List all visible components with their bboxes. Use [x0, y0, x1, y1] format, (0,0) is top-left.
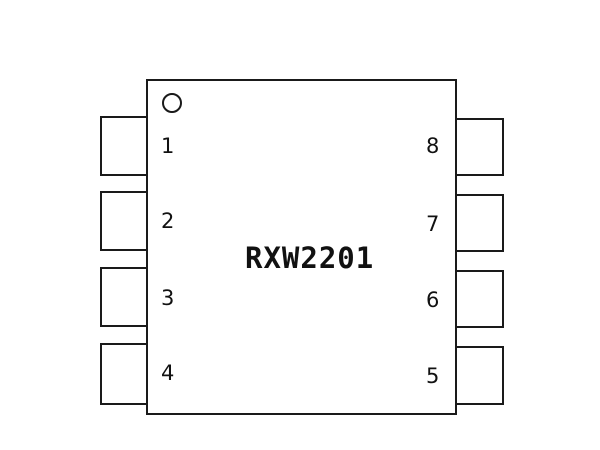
pin-5-lead [455, 346, 504, 405]
pin-4-lead [100, 343, 148, 405]
pin-6-lead [455, 270, 504, 328]
pin-number-8: 8 [426, 134, 440, 158]
pin-number-5: 5 [426, 364, 440, 388]
pin-number-2: 2 [161, 209, 175, 233]
part-number-label: RXW2201 [245, 241, 375, 275]
pin-3-lead [100, 267, 148, 327]
pin-1-lead [100, 116, 148, 176]
pin-number-1: 1 [161, 134, 175, 158]
pin-8-lead [455, 118, 504, 176]
pin-7-lead [455, 194, 504, 252]
chip-body [146, 79, 457, 415]
pin-number-6: 6 [426, 288, 440, 312]
pin1-indicator-icon [162, 93, 182, 113]
pin-2-lead [100, 191, 148, 251]
pin-number-3: 3 [161, 286, 175, 310]
pin-number-7: 7 [426, 212, 440, 236]
pin-number-4: 4 [161, 361, 175, 385]
